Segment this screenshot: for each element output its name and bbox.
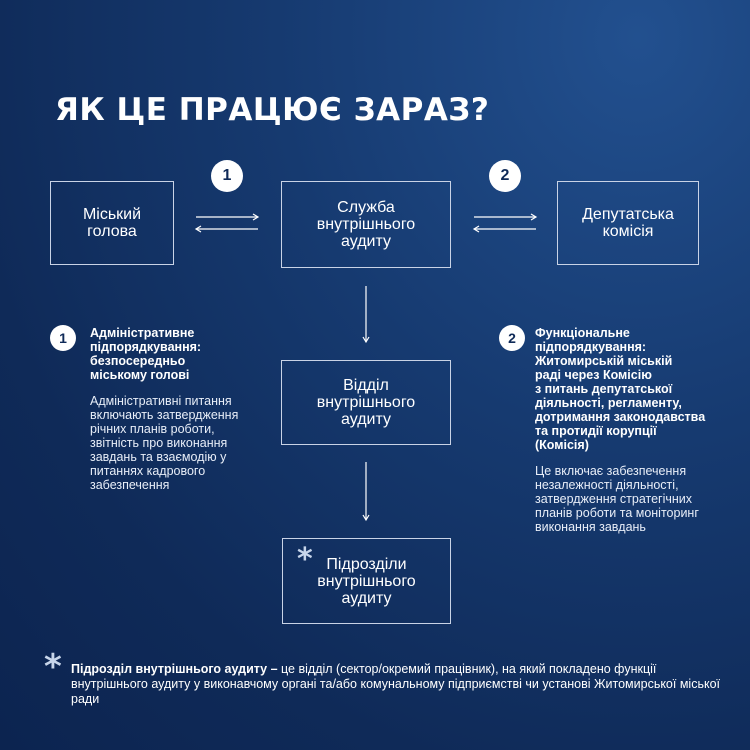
box-line: Депутатська [582,206,674,223]
box-deputy-commission: Депутатська комісія [557,181,699,265]
box-city-mayor: Міський голова [50,181,174,265]
heading-line: з питань депутатської [535,382,673,396]
heading-line: (Комісія) [535,438,589,452]
heading-line: Житомирській міській [535,354,673,368]
body-line: незалежності діяльності, [535,478,679,492]
arrowhead-right [530,213,538,221]
box-internal-audit-service: Служба внутрішнього аудиту [281,181,451,268]
box-line: аудиту [341,233,391,250]
box-line: внутрішнього [316,394,416,411]
badge-number-2: 2 [489,160,521,192]
body-line: Адміністративні питання [90,394,232,408]
body-line: планів роботи та моніторинг [535,506,699,520]
box-line: Підрозділи [326,555,407,573]
body-line: забезпечення [90,478,170,492]
box-line: комісія [602,223,654,240]
heading-line: підпорядкування: [535,340,647,354]
arrowhead-left [194,225,202,233]
body-line: питаннях кадрового [90,464,206,478]
body-line: Це включає забезпечення [535,464,687,478]
heading-line: раді через Комісію [535,368,652,382]
heading-line: безпосередньо [90,354,186,368]
body-line: затвердження стратегічних [535,492,693,506]
badge-number-1: 1 [211,160,243,192]
heading-line: дотримання законодавства [535,410,706,424]
heading-line: діяльності, регламенту, [535,396,682,410]
box-line: голова [87,223,137,240]
box-internal-audit-department: Відділ внутрішнього аудиту [281,360,451,445]
box-line: Відділ [343,377,389,394]
functional-subordination-block: Функціональне підпорядкування: Житомирсь… [535,326,735,534]
page-title: ЯК ЦЕ ПРАЦЮЄ ЗАРАЗ? [55,92,490,128]
functional-subordination-description: Це включає забезпечення незалежності дія… [535,464,735,534]
box-line: внутрішнього [316,216,416,233]
box-line: Міський [82,206,142,223]
arrowhead-down [362,336,370,344]
body-line: завдань та взаємодію у [90,450,227,464]
heading-line: Функціональне [535,326,630,340]
heading-line: міському голові [90,368,190,382]
admin-subordination-heading: Адміністративне підпорядкування: безпосе… [90,326,260,382]
heading-line: Адміністративне [90,326,195,340]
footnote-term: Підрозділ внутрішнього аудиту – [71,662,278,676]
heading-line: та протидії корупції [535,424,657,438]
asterisk-marker-icon: * [297,542,313,577]
arrowhead-right [252,213,260,221]
admin-subordination-description: Адміністративні питання включають затвер… [90,394,260,492]
footnote-asterisk-icon: * [44,647,62,687]
heading-line: підпорядкування: [90,340,202,354]
arrowhead-left [472,225,480,233]
box-internal-audit-units: Підрозділи внутрішнього аудиту [282,538,451,624]
admin-subordination-block: Адміністративне підпорядкування: безпосе… [90,326,260,492]
body-line: звітність про виконання [90,436,228,450]
box-line: аудиту [341,589,392,607]
box-line: Служба [337,199,395,216]
footnote-definition: це відділ (сектор/окремий працівник), на… [71,662,720,706]
body-line: виконання завдань [535,520,646,534]
badge-number-2-small: 2 [499,325,525,351]
functional-subordination-heading: Функціональне підпорядкування: Житомирсь… [535,326,735,452]
footnote: Підрозділ внутрішнього аудиту – це відді… [71,662,721,707]
arrowhead-down [362,514,370,522]
box-line: аудиту [341,411,391,428]
body-line: річних планів роботи, [90,422,215,436]
body-line: включають затвердження [90,408,239,422]
box-line: внутрішнього [317,572,416,590]
badge-number-1-small: 1 [50,325,76,351]
